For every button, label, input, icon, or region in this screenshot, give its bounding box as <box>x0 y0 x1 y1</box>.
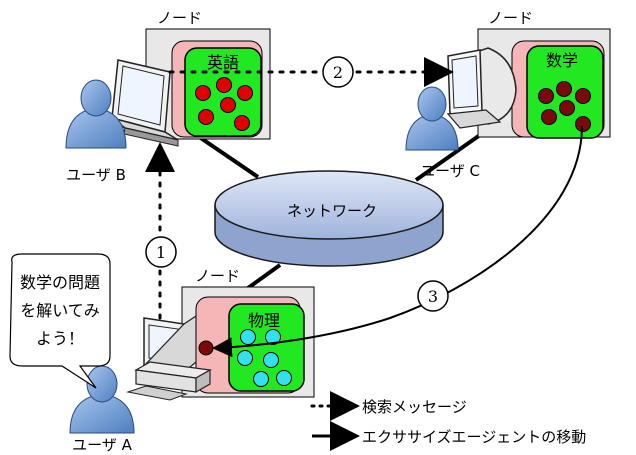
data-dot <box>575 88 591 104</box>
data-dot <box>556 81 572 97</box>
data-dot <box>237 350 253 366</box>
data-dot <box>253 371 269 387</box>
link-bottom-node-network <box>246 263 282 290</box>
step-1-badge <box>145 236 177 268</box>
speech-bubble <box>9 253 111 389</box>
data-dot <box>575 116 591 132</box>
node-top-left-caption: ノード <box>157 9 202 27</box>
data-dot <box>220 97 236 113</box>
user-b-icon <box>65 79 127 149</box>
data-dot <box>276 370 292 386</box>
node-top-right-caption: ノード <box>488 9 533 27</box>
step-2-label: 2 <box>333 63 343 82</box>
data-dot <box>541 109 557 125</box>
speech-line-3: よう！ <box>36 329 84 348</box>
agent-marker <box>198 340 214 356</box>
legend-search-label: 検索メッセージ <box>362 398 467 416</box>
user-a-label: ユーザ A <box>72 436 132 454</box>
node-bottom-caption: ノード <box>195 267 240 285</box>
data-dot <box>198 109 214 125</box>
step-3-label: 3 <box>428 287 438 306</box>
step-2-badge <box>322 56 354 88</box>
node-bottom-subject: 物理 <box>248 311 280 330</box>
speech-line-2: を解いてみ <box>20 301 100 320</box>
data-dot <box>265 329 281 345</box>
node-top-left-dots <box>195 77 253 131</box>
laptop-icon <box>111 59 179 147</box>
legend-move-label: エクササイズエージェントの移動 <box>362 428 586 446</box>
network-cylinder <box>214 170 444 267</box>
step-1-label: 1 <box>156 243 166 262</box>
network-label: ネットワーク <box>287 202 377 220</box>
data-dot <box>216 77 232 93</box>
data-dot <box>240 329 256 345</box>
node-top-right-subject: 数学 <box>546 51 578 70</box>
data-dot <box>559 100 575 116</box>
data-dot <box>538 88 554 104</box>
node-bottom-dots <box>237 329 292 387</box>
data-dot <box>234 115 250 131</box>
step-3-badge <box>417 280 449 312</box>
node-top-right-dots <box>538 81 591 132</box>
legend <box>310 391 360 451</box>
monitor-icon <box>446 47 517 129</box>
data-dot <box>195 85 211 101</box>
node-top-left-subject: 英語 <box>207 53 239 72</box>
user-a-icon <box>69 365 135 434</box>
speech-line-1: 数学の問題 <box>20 273 100 292</box>
data-dot <box>263 352 279 368</box>
user-c-label: ユーザ C <box>420 162 480 180</box>
user-c-icon <box>405 86 459 151</box>
user-b-label: ユーザ B <box>66 166 126 184</box>
desktop-computer-icon <box>126 314 212 401</box>
agent-move-arrow <box>212 125 583 358</box>
data-dot <box>237 85 253 101</box>
